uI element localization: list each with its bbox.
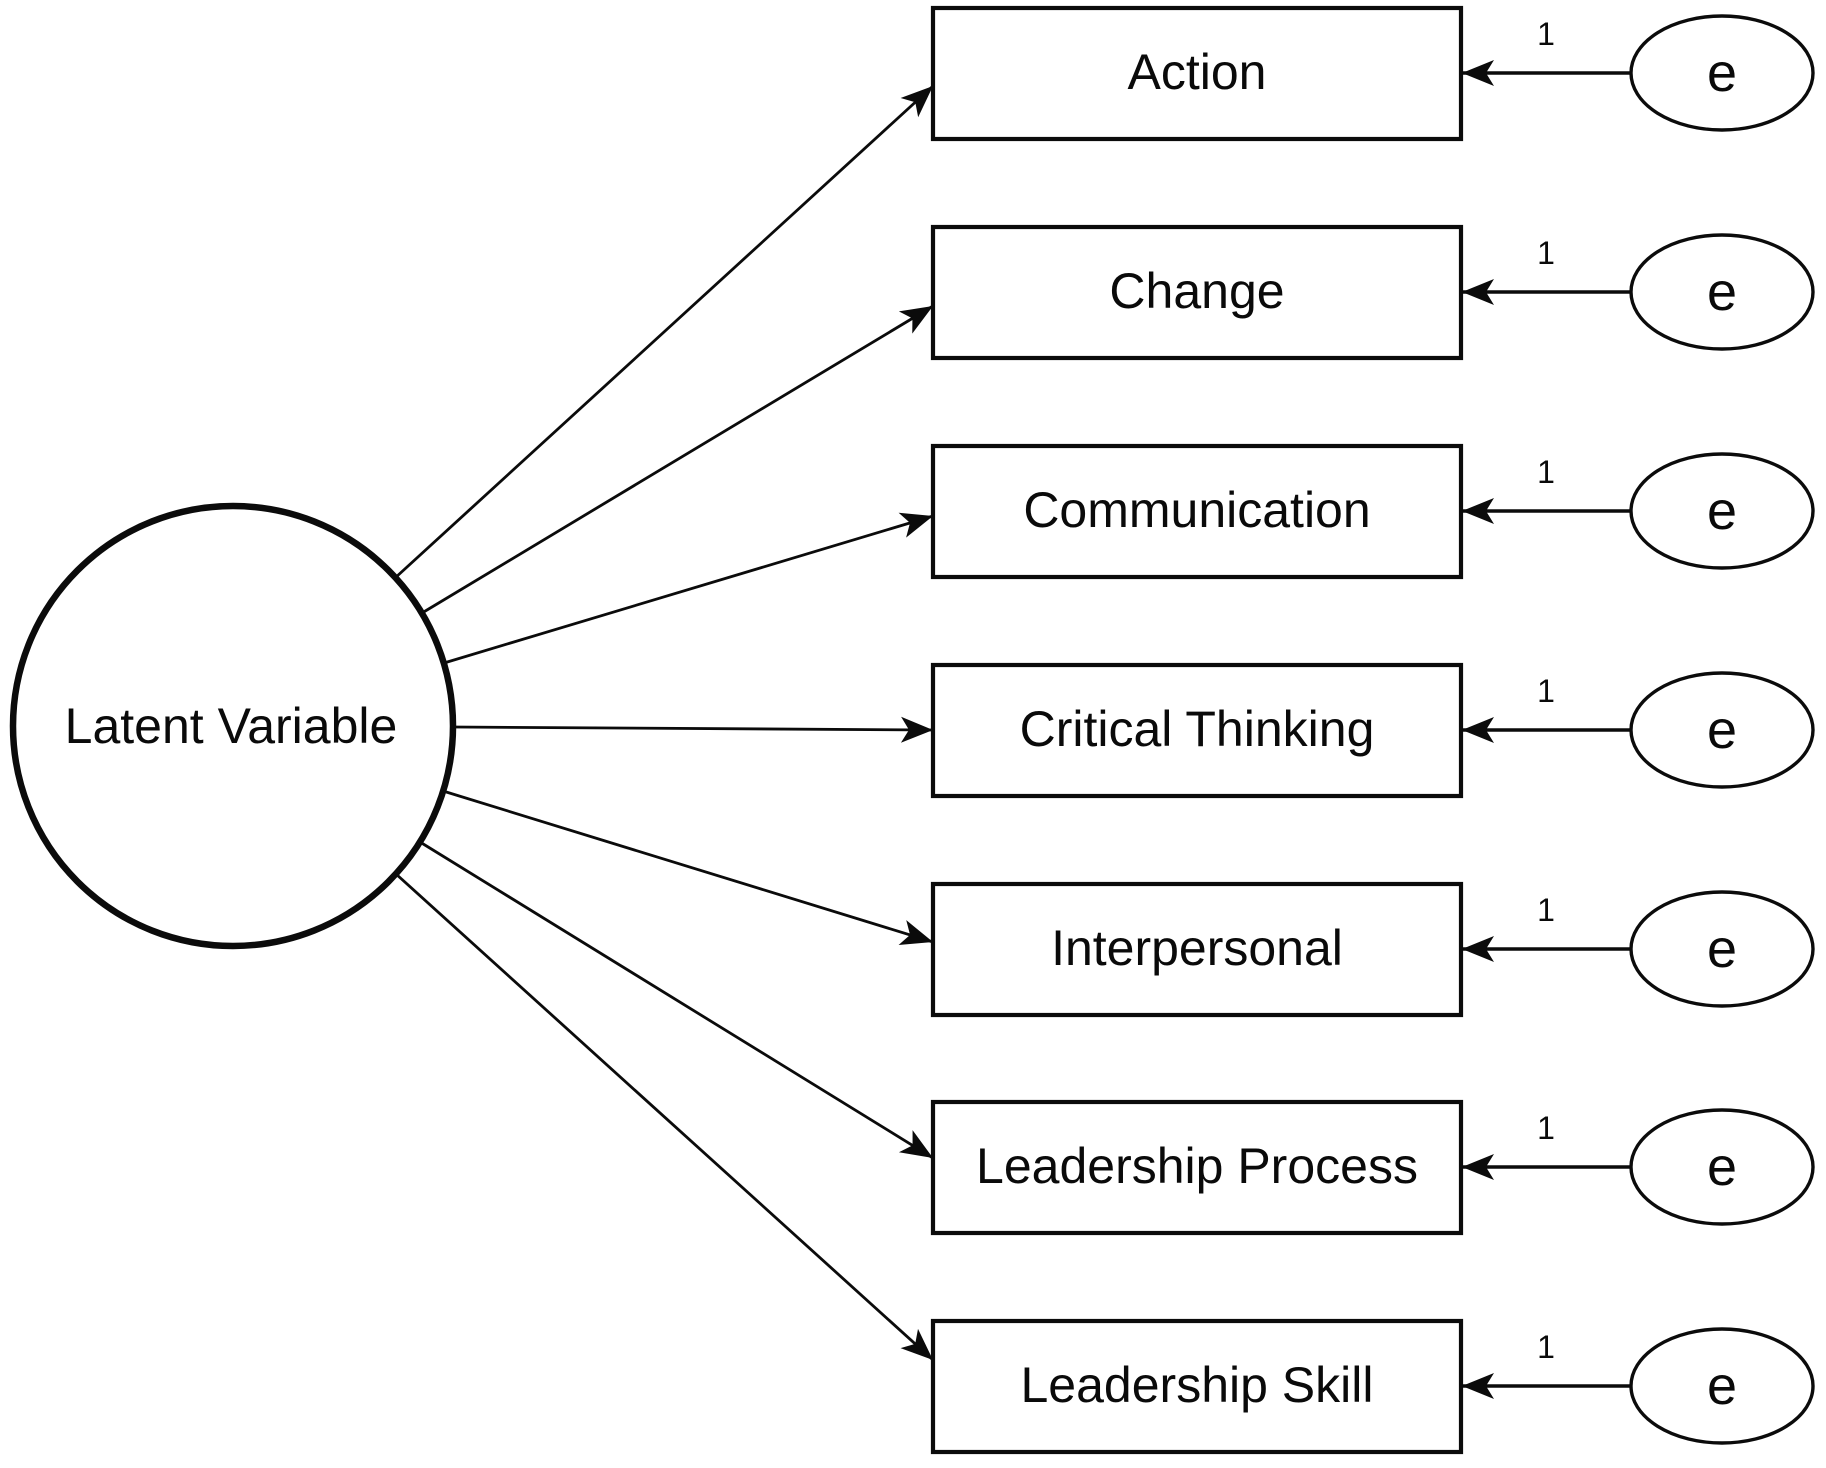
loading-value-label: 1 [1537, 235, 1555, 271]
error-term-label: e [1707, 700, 1737, 760]
loading-arrow [442, 789, 934, 945]
loading-value-label: 1 [1537, 1329, 1555, 1365]
error-term-label: e [1707, 262, 1737, 322]
loading-arrow [419, 840, 934, 1160]
indicator-row-interpersonal: Interpersonal 1 e [442, 789, 1815, 1018]
indicator-label: Action [1128, 44, 1267, 100]
error-term-ellipse [1629, 1327, 1815, 1445]
indicator-label: Leadership Skill [1021, 1357, 1374, 1413]
loading-value-label: 1 [1537, 16, 1555, 52]
loading-value-label: 1 [1537, 1110, 1555, 1146]
indicator-row-leadership-process: Leadership Process 1 e [419, 840, 1815, 1236]
error-term-label: e [1707, 43, 1737, 103]
error-term-ellipse [1629, 890, 1815, 1008]
indicator-label: Change [1109, 263, 1284, 319]
error-term-ellipse [1629, 14, 1815, 132]
loading-arrow [395, 872, 934, 1362]
loading-arrow [452, 716, 934, 743]
error-term-ellipse [1629, 1108, 1815, 1226]
indicator-box [930, 662, 1464, 799]
loading-arrow [443, 512, 934, 665]
indicator-label: Communication [1023, 482, 1370, 538]
error-term-ellipse [1629, 671, 1815, 789]
indicator-label: Critical Thinking [1020, 701, 1375, 757]
indicator-box [930, 881, 1464, 1018]
loading-arrow [421, 304, 934, 615]
error-term-label: e [1707, 1137, 1737, 1197]
indicator-row-change: Change 1 e [421, 224, 1815, 615]
error-term-ellipse [1629, 233, 1815, 351]
loading-value-label: 1 [1537, 454, 1555, 490]
error-term-ellipse [1629, 452, 1815, 570]
indicator-row-action: Action 1 e [394, 5, 1815, 580]
latent-variable-circle [9, 502, 457, 950]
indicator-label: Leadership Process [976, 1138, 1418, 1194]
loading-value-label: 1 [1537, 673, 1555, 709]
indicator-row-communication: Communication 1 e [443, 443, 1815, 665]
latent-variable-node: Latent Variable [9, 502, 457, 950]
error-term-label: e [1707, 481, 1737, 541]
indicator-box [930, 224, 1464, 361]
indicator-row-leadership-skill: Leadership Skill 1 e [395, 872, 1815, 1455]
indicator-box [930, 443, 1464, 580]
indicator-row-critical-thinking: Critical Thinking 1 e [452, 662, 1815, 799]
indicator-box [930, 1318, 1464, 1455]
error-term-label: e [1707, 919, 1737, 979]
latent-variable-label: Latent Variable [65, 698, 398, 754]
indicator-box [930, 1099, 1464, 1236]
error-term-label: e [1707, 1356, 1737, 1416]
loading-value-label: 1 [1537, 892, 1555, 928]
indicator-box [930, 5, 1464, 142]
loading-arrow [394, 84, 934, 580]
indicator-label: Interpersonal [1051, 920, 1343, 976]
